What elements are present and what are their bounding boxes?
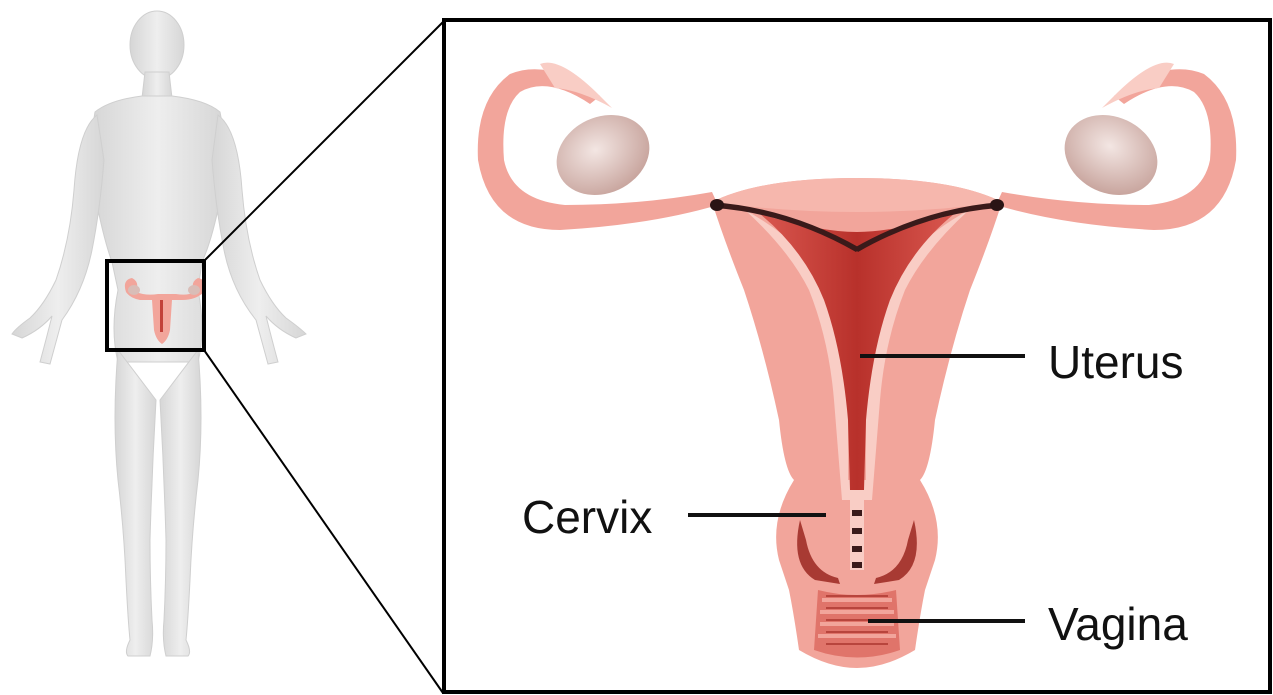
zoom-connector-bottom [204, 350, 443, 693]
label-uterus-text: Uterus [1048, 336, 1183, 388]
label-vagina-text: Vagina [1048, 598, 1188, 650]
zoom-connector-top [204, 22, 443, 261]
label-cervix-text: Cervix [522, 491, 652, 543]
